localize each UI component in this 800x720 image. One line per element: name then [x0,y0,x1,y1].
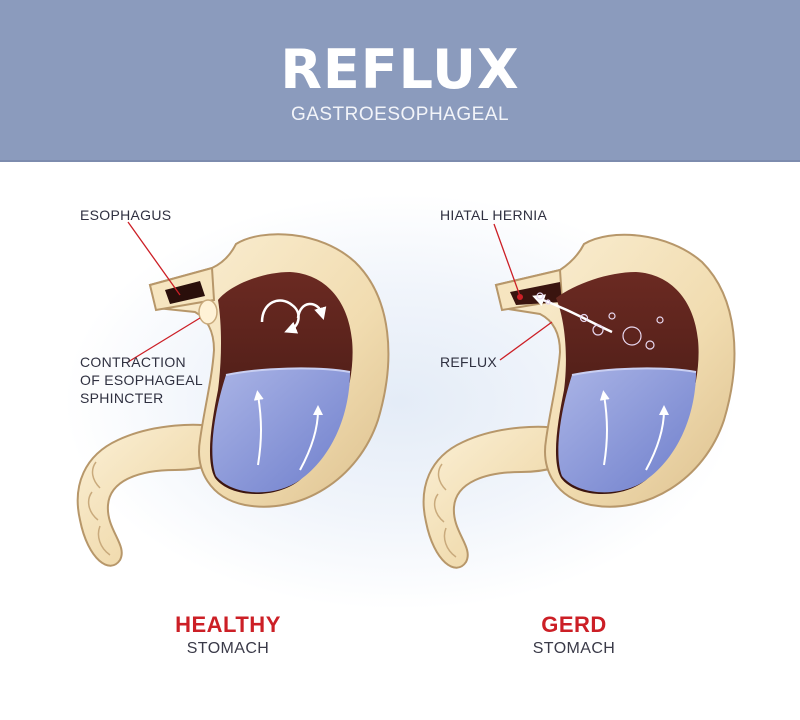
gerd-gastric-fluid [558,368,696,493]
healthy-duodenum [76,423,234,567]
caption-healthy: HEALTHY [175,612,281,637]
gerd-gas-bubbles [536,292,664,350]
label-reflux: REFLUX [440,354,498,370]
label-hiatal-hernia: HIATAL HERNIA [440,207,548,223]
caption-gerd-sub: STOMACH [532,640,616,657]
label-esophagus: ESOPHAGUS [80,207,172,223]
page-subtitle: GASTROESOPHAGEAL [290,104,510,125]
page-title: REFLUX [280,38,520,101]
caption-healthy-sub: STOMACH [186,640,270,657]
label-sphincter-line1: CONTRACTION [80,354,186,370]
label-sphincter-line2: OF ESOPHAGEAL [80,372,203,388]
caption-gerd: GERD [541,612,607,637]
gerd-duodenum [422,425,580,569]
label-sphincter-line3: SPHINCTER [80,390,164,406]
healthy-gastric-fluid [212,368,350,493]
gerd-stomach-illustration [422,223,736,569]
header-banner: REFLUX GASTROESOPHAGEAL [0,0,800,162]
healthy-stomach-illustration [76,221,390,567]
